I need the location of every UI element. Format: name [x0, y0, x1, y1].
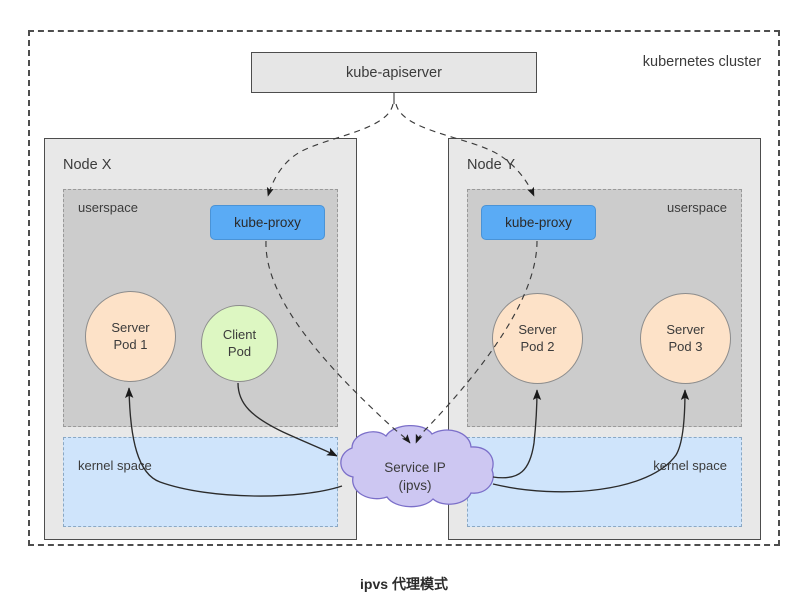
pod-server-pod-2-line2: Pod 2	[520, 338, 555, 354]
kube-proxy-node-x: kube-proxy	[210, 205, 325, 240]
pod-server-pod-2-line1: Server	[518, 322, 557, 338]
pod-server-pod-3-line2: Pod 3	[668, 338, 703, 354]
kubernetes-cluster-label: kubernetes cluster	[642, 54, 762, 70]
node-x-kernel-region: kernel space	[63, 437, 338, 527]
node-x-title: Node X	[63, 157, 112, 173]
pod-client-pod: Client Pod	[201, 305, 278, 382]
kubernetes-cluster-boundary	[28, 30, 780, 546]
kube-proxy-node-x-label: kube-proxy	[234, 215, 301, 230]
diagram-caption: ipvs 代理模式	[360, 576, 448, 592]
pod-server-pod-3-line1: Server	[666, 322, 705, 338]
pod-server-pod-1-line1: Server	[111, 320, 150, 336]
node-y-title: Node Y	[467, 157, 516, 173]
node-x-userspace-label: userspace	[78, 200, 138, 215]
pod-client-pod-line2: Pod	[227, 343, 252, 359]
pod-server-pod-1-line2: Pod 1	[113, 336, 148, 352]
kube-proxy-node-y-label: kube-proxy	[505, 215, 572, 230]
node-y-userspace-label: userspace	[667, 200, 727, 215]
kube-apiserver-label: kube-apiserver	[346, 64, 442, 81]
kube-proxy-node-y: kube-proxy	[481, 205, 596, 240]
node-x-kernel-label: kernel space	[78, 458, 152, 473]
pod-server-pod-1: Server Pod 1	[85, 291, 176, 382]
kube-apiserver-box: kube-apiserver	[251, 52, 537, 93]
node-y-kernel-label: kernel space	[653, 458, 727, 473]
pod-server-pod-3: Server Pod 3	[640, 293, 731, 384]
node-y-kernel-region: kernel space	[467, 437, 742, 527]
pod-client-pod-line1: Client	[222, 327, 257, 343]
pod-server-pod-2: Server Pod 2	[492, 293, 583, 384]
